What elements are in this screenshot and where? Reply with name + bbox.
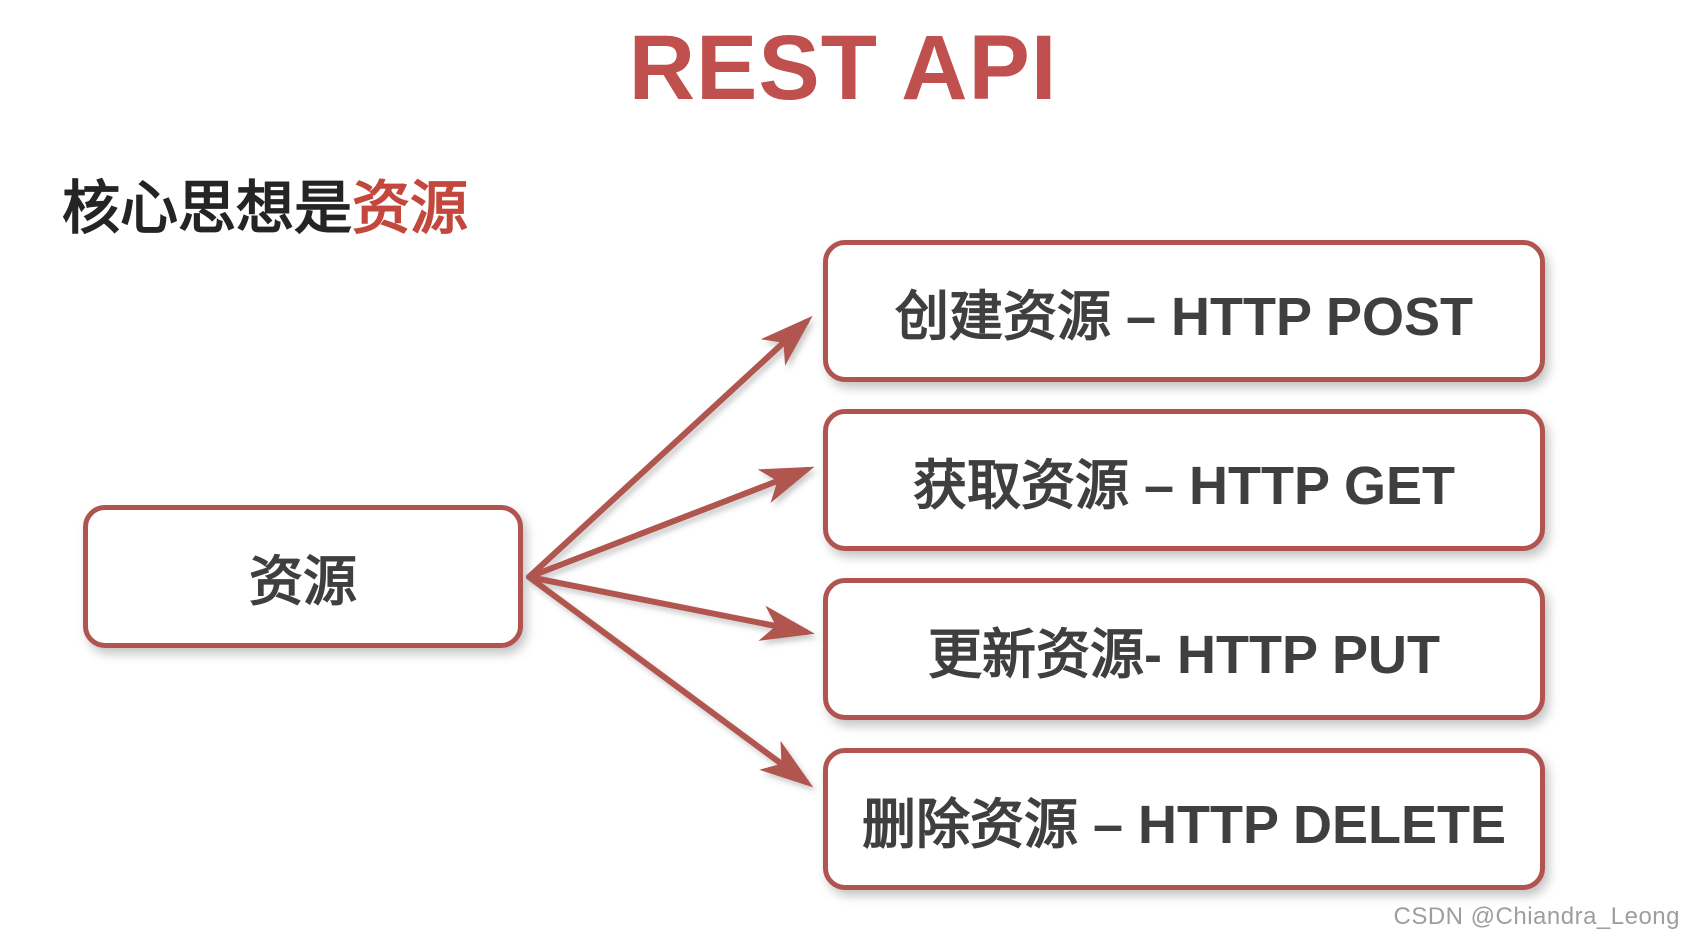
subtitle-text: 核心思想是: [62, 176, 353, 241]
subtitle: 核心思想是资源: [62, 176, 468, 242]
operation-label-get: 获取资源 – HTTP GET: [912, 455, 1456, 516]
operation-box-create: 创建资源 – HTTP POST: [823, 240, 1545, 382]
operation-label-put: 更新资源- HTTP PUT: [928, 624, 1440, 685]
arrow-to-create: [526, 315, 813, 580]
subtitle-highlight: 资源: [352, 176, 469, 241]
operation-box-get: 获取资源 – HTTP GET: [823, 409, 1545, 551]
operation-box-put: 更新资源- HTTP PUT: [823, 578, 1545, 720]
resource-node: 资源: [83, 505, 523, 648]
arrow-to-delete: [526, 574, 814, 788]
resource-node-label: 资源: [249, 552, 357, 612]
operation-label-create: 创建资源 – HTTP POST: [894, 286, 1474, 347]
arrow-to-put: [526, 574, 815, 641]
arrow-to-get: [526, 466, 815, 580]
operation-box-delete: 删除资源 – HTTP DELETE: [823, 748, 1545, 890]
page-title: REST API: [628, 17, 1058, 119]
arrow-group: [526, 315, 815, 788]
watermark: CSDN @Chiandra_Leong: [1393, 903, 1680, 930]
operation-label-delete: 删除资源 – HTTP DELETE: [861, 794, 1507, 855]
